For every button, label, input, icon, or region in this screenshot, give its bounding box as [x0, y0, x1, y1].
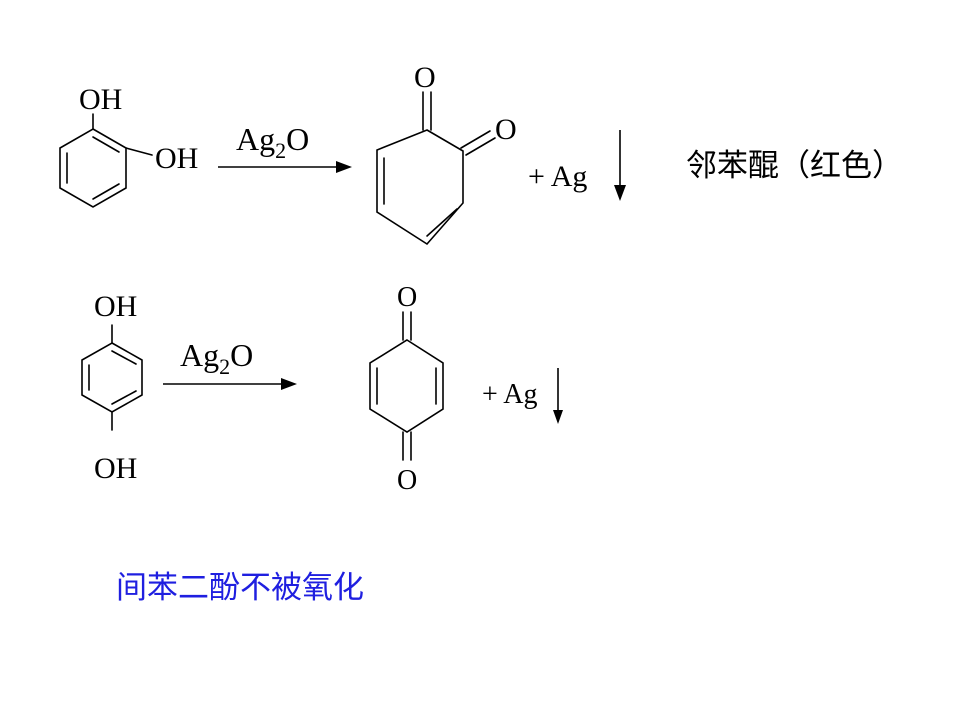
precipitate-arrow-head	[614, 185, 626, 201]
hydroxyl-label: OH	[155, 142, 198, 175]
hydroquinone-ring	[81, 342, 143, 413]
reaction-1: OH OH Ag2O O O + Ag	[59, 61, 903, 246]
p-benzoquinone-structure: O O	[369, 282, 444, 496]
carbonyl-bond	[460, 130, 491, 149]
quinone-double-bond	[426, 208, 458, 237]
catechol-structure: OH OH	[59, 83, 198, 208]
byproduct-label: + Ag	[528, 160, 587, 193]
reaction-2-conditions: Ag2O	[163, 337, 297, 390]
oh-bond	[125, 147, 153, 156]
precipitate-arrow-head	[553, 410, 563, 424]
arrow-head	[281, 378, 297, 390]
oxygen-label: O	[414, 61, 436, 94]
p-quinone-ring	[369, 339, 444, 433]
arrow-head	[336, 161, 352, 173]
hydroquinone-structure: OH OH	[81, 290, 143, 485]
hydroquinone-double-bond	[111, 350, 137, 365]
catechol-double-bond	[92, 136, 120, 153]
reaction-2: OH OH Ag2O O O + Ag	[81, 282, 563, 496]
carbonyl-bond	[465, 137, 496, 156]
catechol-ring	[59, 128, 127, 208]
product-name: 邻苯醌（红色）	[686, 148, 903, 184]
hydroxyl-label: OH	[94, 452, 137, 485]
byproduct-label: + Ag	[482, 379, 537, 410]
quinone-ring	[376, 129, 464, 246]
catechol-double-bond	[92, 183, 120, 200]
silver-byproduct: + Ag	[528, 130, 626, 201]
oxygen-label: O	[397, 282, 417, 313]
o-benzoquinone-structure: O O	[376, 61, 517, 246]
reaction-1-conditions: Ag2O	[218, 121, 352, 173]
hydroquinone-double-bond	[111, 390, 137, 405]
hydroxyl-label: OH	[79, 83, 122, 116]
resorcinol-note: 间苯二酚不被氧化	[116, 570, 364, 606]
oxygen-label: O	[495, 113, 517, 146]
silver-byproduct: + Ag	[482, 368, 563, 424]
reagent-label: Ag2O	[180, 337, 253, 379]
reagent-label: Ag2O	[236, 121, 309, 163]
oxygen-label: O	[397, 465, 417, 496]
hydroxyl-label: OH	[94, 290, 137, 323]
